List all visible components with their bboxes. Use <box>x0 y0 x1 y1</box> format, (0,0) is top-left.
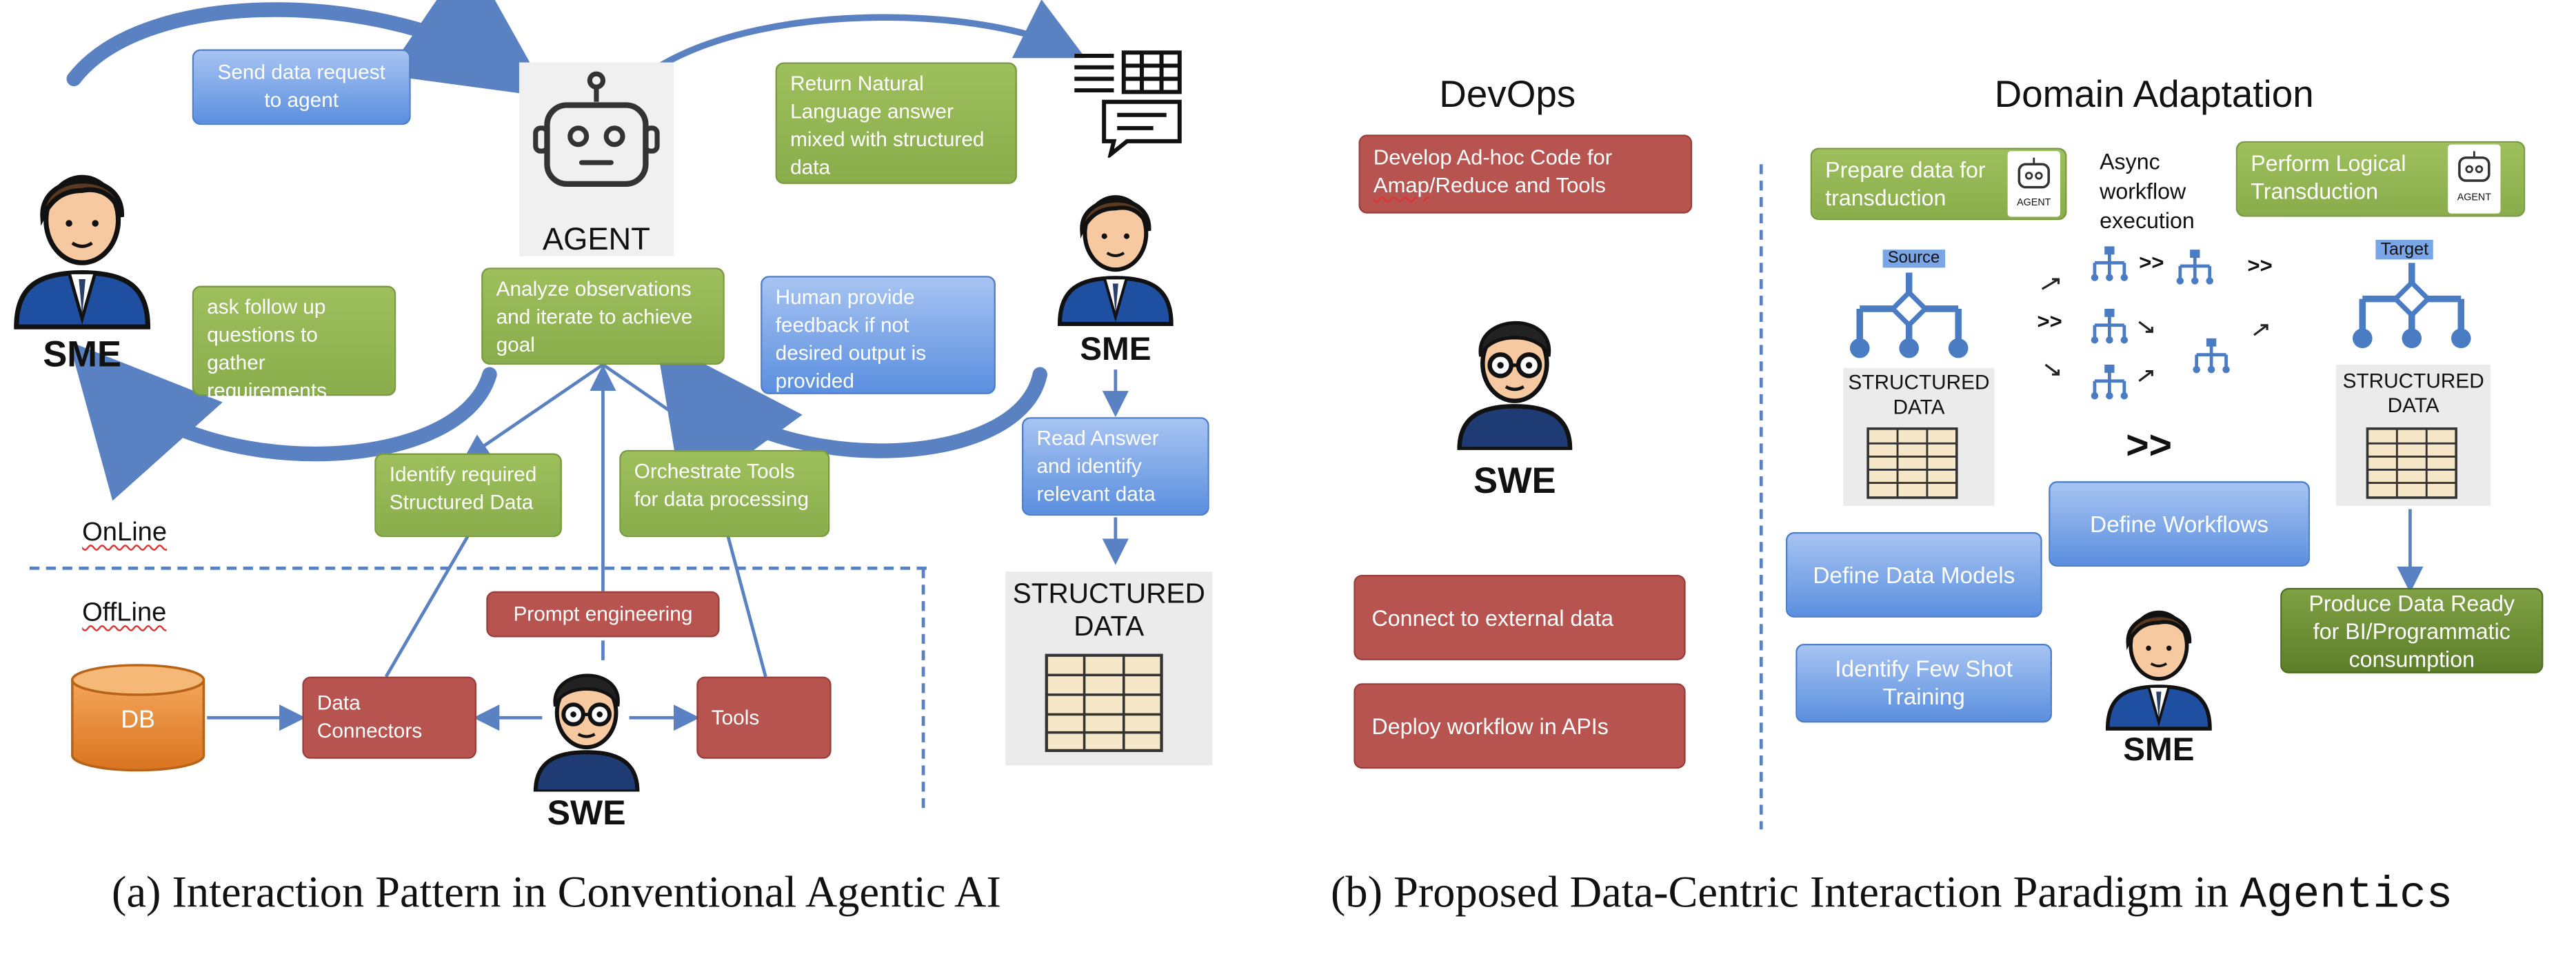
develop-code-prefix: Develop Ad-hoc Code for <box>1373 144 1613 170</box>
agent-icon <box>519 62 674 256</box>
swe-person-icon <box>529 660 644 794</box>
prepare-data-text: Prepare data for transduction <box>1825 157 1986 210</box>
perform-logical-text: Perform Logical Transduction <box>2251 151 2406 204</box>
workflow-mini-icons <box>2021 236 2333 400</box>
sme-person-icon <box>7 154 158 332</box>
prompt-engineering-box: Prompt engineering <box>486 591 720 638</box>
source-hierarchy-icon <box>1840 272 1978 362</box>
devops-title: DevOps <box>1439 72 1576 115</box>
connect-external-box: Connect to external data <box>1354 574 1686 660</box>
sme-person-icon <box>1051 177 1180 328</box>
swe-label-right: SWE <box>1473 460 1556 501</box>
chevron-icon: >> <box>2037 308 2062 334</box>
read-answer-box: Read Answer and identify relevant data <box>1022 417 1209 516</box>
document-chat-icon <box>1071 49 1187 160</box>
curve-agent-to-sme2 <box>658 0 1086 69</box>
agent-badge-icon: AGENT <box>2007 151 2060 217</box>
source-structured-label: STRUCTURED DATA <box>1848 371 1990 419</box>
figure: AGENT SME SME <box>7 0 2544 922</box>
agent-badge-label: AGENT <box>2017 199 2051 209</box>
async-arrows <box>2041 278 2268 383</box>
chevron-icon: >> <box>2247 252 2273 278</box>
sme-label-right: SME <box>1080 332 1151 368</box>
table-icon <box>1045 653 1163 753</box>
curve-agent-to-sme1 <box>68 341 497 501</box>
offline-label: OffLine <box>82 599 167 628</box>
target-hierarchy-icon <box>2343 263 2481 352</box>
deploy-workflow-box: Deploy workflow in APIs <box>1354 683 1686 769</box>
agent-label: AGENT <box>542 223 650 258</box>
sme-person-icon <box>2100 595 2218 733</box>
async-workflow-text: Async workflow execution <box>2100 149 2195 234</box>
analyze-observations-box: Analyze observations and iterate to achi… <box>481 267 725 365</box>
develop-code-suffix: /Reduce and Tools <box>1429 172 1606 197</box>
human-feedback-box: Human provide feedback if not desired ou… <box>761 276 996 394</box>
target-structured-label: STRUCTURED DATA <box>2342 369 2484 418</box>
agent-badge-icon: AGENT <box>2448 144 2501 214</box>
table-icon <box>2366 427 2457 500</box>
sme-label-left: SME <box>43 333 121 375</box>
caption-b-text: (b) Proposed Data-Centric Interaction Pa… <box>1330 867 2240 917</box>
define-workflows-box: Define Workflows <box>2049 481 2311 567</box>
send-data-request-box: Send data request to agent <box>192 49 411 125</box>
db-label: DB <box>121 706 155 735</box>
curve-sme2-to-agent <box>655 338 1047 502</box>
identify-structured-data-box: Identify required Structured Data <box>374 453 562 538</box>
ask-follow-up-box: ask follow up questions to gather requir… <box>192 285 396 403</box>
caption-b-mono: Agentics <box>2240 872 2453 922</box>
structured-data-label: STRUCTURED DATA <box>1012 578 1205 642</box>
curve-sme-to-agent <box>66 0 550 97</box>
chevron-icon: >> <box>2139 250 2164 274</box>
swe-label-left: SWE <box>547 795 626 833</box>
tools-box: Tools <box>696 676 832 759</box>
online-label: OnLine <box>82 518 168 547</box>
target-tag: Target <box>2375 239 2434 260</box>
develop-code-amap: Amap <box>1373 172 1429 197</box>
orchestrate-tools-box: Orchestrate Tools for data processing <box>619 449 830 538</box>
caption-a: (a) Interaction Pattern in Conventional … <box>112 867 1001 917</box>
chevron-icon-large: >> <box>2126 423 2173 469</box>
sme-label-right-panel: SME <box>2123 732 2195 769</box>
return-answer-box: Return Natural Language answer mixed wit… <box>775 62 1017 184</box>
define-data-models-box: Define Data Models <box>1785 531 2042 618</box>
agent-badge-label: AGENT <box>2457 194 2491 204</box>
swe-person-icon <box>1452 305 1577 451</box>
produce-data-ready-box: Produce Data Ready for BI/Programmatic c… <box>2280 588 2544 673</box>
table-icon <box>1866 427 1958 500</box>
domain-adaptation-title: Domain Adaptation <box>1994 72 2314 115</box>
caption-b: (b) Proposed Data-Centric Interaction Pa… <box>1331 867 2453 922</box>
develop-code-box: Develop Ad-hoc Code for Amap/Reduce and … <box>1358 134 1693 214</box>
connector-layer <box>29 0 2424 830</box>
database-icon <box>69 664 207 772</box>
source-tag: Source <box>1882 250 1945 268</box>
data-connectors-box: Data Connectors <box>302 676 476 759</box>
identify-few-shot-box: Identify Few Shot Training <box>1795 644 2052 723</box>
